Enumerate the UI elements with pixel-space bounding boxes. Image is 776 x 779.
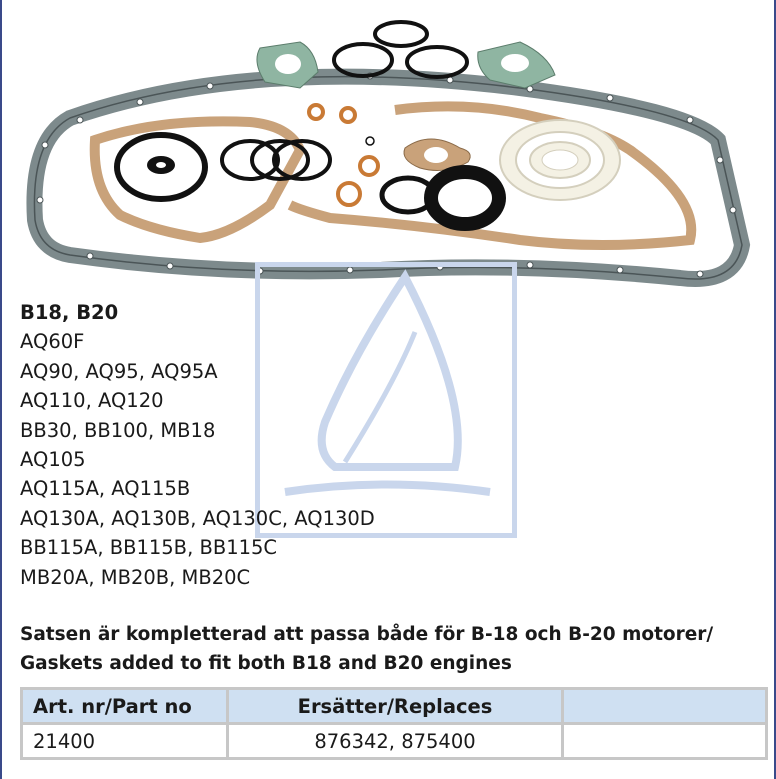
water-pump-gasket-right [477, 41, 556, 89]
crankshaft-seal-black [379, 165, 506, 231]
model-line: AQ110, AQ120 [20, 389, 164, 413]
cell-replaces: 876342, 875400 [229, 725, 561, 757]
timing-cover-gasket-right [287, 101, 697, 250]
product-note: Satsen är kompletterad att passa både fö… [20, 620, 713, 678]
model-line: BB30, BB100, MB18 [20, 418, 216, 442]
timing-cover-gasket-left [89, 116, 306, 244]
part-number-table: Art. nr/Part no Ersätter/Replaces 21400 … [20, 687, 768, 760]
left-frame-border [0, 0, 2, 779]
gasket-set-image [26, 20, 751, 287]
note-english: Gaskets added to fit both B18 and B20 en… [20, 653, 512, 674]
note-swedish: Satsen är kompletterad att passa både fö… [20, 624, 714, 645]
header-replaces: Ersätter/Replaces [229, 690, 561, 722]
white-seals [499, 119, 621, 201]
table-header-row: Art. nr/Part no Ersätter/Replaces [23, 690, 765, 722]
model-line: AQ130A, AQ130B, AQ130C, AQ130D [20, 506, 375, 530]
seal-rings-left [114, 132, 332, 202]
cell-part-no: 21400 [23, 725, 226, 757]
right-frame-border [774, 0, 776, 779]
header-empty [564, 690, 765, 722]
cell-empty [564, 725, 765, 757]
model-line: AQ90, AQ95, AQ95A [20, 359, 218, 383]
model-line: AQ60F [20, 330, 85, 354]
engine-heading: B18, B20 [20, 301, 119, 324]
model-line: MB20A, MB20B, MB20C [20, 565, 251, 589]
top-o-rings [332, 20, 469, 79]
model-line: BB115A, BB115B, BB115C [20, 536, 278, 560]
sail-logo-watermark [255, 262, 517, 538]
model-line: AQ105 [20, 448, 86, 472]
compatible-models-list: B18, B20 AQ60F AQ90, AQ95, AQ95A AQ110, … [20, 298, 375, 592]
water-pump-gasket-left [256, 41, 319, 89]
header-part-no: Art. nr/Part no [23, 690, 226, 722]
model-line: AQ115A, AQ115B [20, 477, 191, 501]
thermostat-gasket [403, 138, 471, 171]
copper-washers [307, 103, 380, 207]
table-row: 21400 876342, 875400 [23, 725, 765, 757]
